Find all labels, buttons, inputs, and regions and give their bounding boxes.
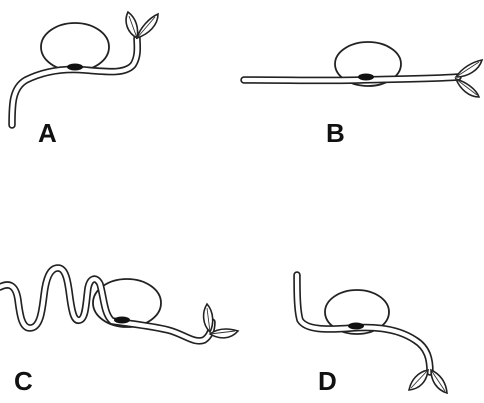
- seedling-a: [12, 12, 158, 125]
- hilum-b: [358, 74, 374, 81]
- seedling-c: [0, 268, 238, 341]
- panel-label-c: C: [14, 368, 33, 394]
- panel-label-b: B: [326, 120, 345, 146]
- seedling-b: [244, 42, 482, 97]
- panel-label-a: A: [38, 120, 57, 146]
- hilum-a: [67, 64, 83, 71]
- hilum-c: [114, 317, 130, 324]
- panel-label-d: D: [318, 368, 337, 394]
- hilum-d: [348, 323, 364, 330]
